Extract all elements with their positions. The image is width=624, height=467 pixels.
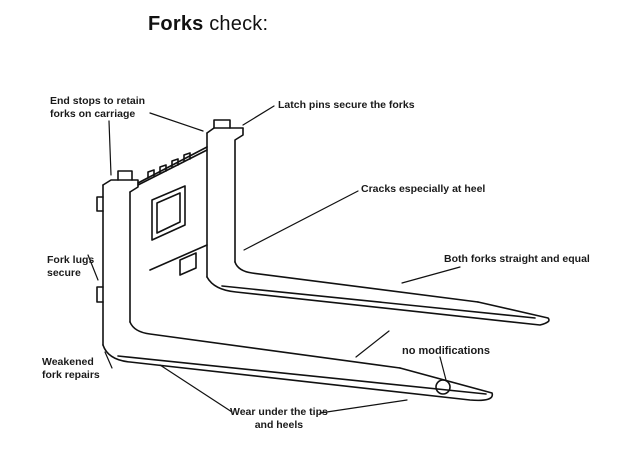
- leader-latch-pins: [242, 105, 275, 126]
- leader-wear-tip: [319, 399, 408, 414]
- fork-hole: [435, 379, 451, 395]
- label-wear: Wear under the tips and heels: [230, 406, 328, 432]
- page-title: Forks check:: [148, 13, 268, 36]
- label-weakened-line2: fork repairs: [42, 369, 100, 381]
- leader-lines: [87, 105, 461, 414]
- label-fork-lugs-line1: Fork lugs: [47, 254, 95, 266]
- label-weakened: Weakened fork repairs: [42, 356, 100, 382]
- back-fork: [206, 119, 550, 326]
- leader-end-stops-left: [108, 120, 112, 176]
- label-weakened-line1: Weakened: [42, 356, 94, 368]
- leader-fork-lugs: [87, 254, 99, 281]
- label-no-modifications: no modifications: [402, 345, 490, 357]
- label-end-stops: End stops to retain forks on carriage: [50, 95, 145, 121]
- title-bold: Forks: [148, 13, 204, 35]
- label-end-stops-line2: forks on carriage: [50, 108, 136, 120]
- label-end-stops-line1: End stops to retain: [50, 95, 146, 107]
- label-fork-lugs-line2: secure: [47, 267, 81, 279]
- title-rest: check:: [203, 13, 269, 35]
- front-fork: [96, 170, 494, 402]
- label-wear-line1: Wear under the tips: [230, 406, 328, 418]
- label-wear-line2: and heels: [254, 419, 304, 431]
- leader-end-stops-right: [149, 112, 204, 132]
- label-fork-lugs: Fork lugs secure: [47, 254, 94, 280]
- leader-wear-heel: [159, 364, 233, 413]
- leader-cracks: [243, 190, 359, 251]
- leader-weakened: [104, 351, 113, 369]
- label-cracks: Cracks especially at heel: [361, 183, 486, 195]
- leader-both-forks: [401, 266, 461, 284]
- label-latch-pins: Latch pins secure the forks: [278, 99, 415, 111]
- carriage-plate: [137, 146, 208, 276]
- leader-straight-equal: [355, 330, 390, 358]
- label-both-forks: Both forks straight and equal: [444, 253, 590, 265]
- leader-no-modifications: [439, 356, 447, 381]
